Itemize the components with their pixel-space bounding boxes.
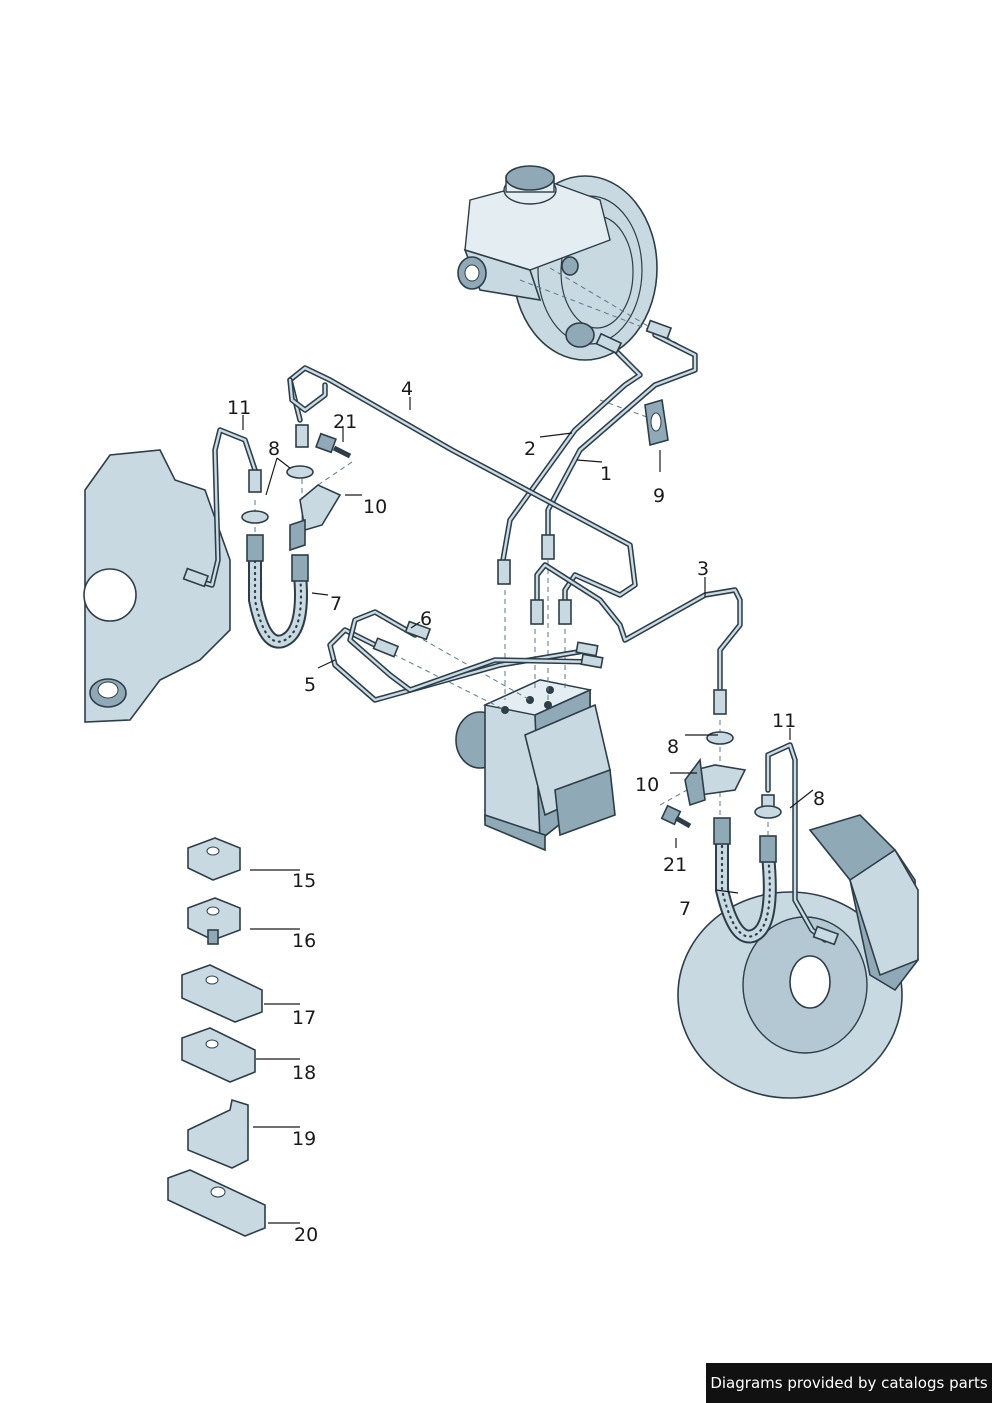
callout-10-right: 10 (635, 774, 659, 796)
callout-6: 6 (420, 608, 432, 630)
callout-1: 1 (600, 463, 612, 485)
credit-text: Diagrams provided by catalogs parts (710, 1374, 988, 1392)
callout-20: 20 (294, 1224, 318, 1246)
callout-11-right: 11 (772, 710, 796, 732)
wheel-hub-left (83, 449, 231, 723)
callout-16: 16 (292, 930, 316, 952)
abs-hydraulic-unit (455, 679, 616, 852)
callout-4: 4 (401, 378, 413, 400)
brackets-and-clips (241, 398, 782, 829)
callout-2: 2 (524, 438, 536, 460)
brake-disc-right (677, 814, 919, 1099)
callout-leaders (242, 397, 814, 1224)
callout-5: 5 (304, 674, 316, 696)
callout-7-left: 7 (330, 593, 342, 615)
callout-numbers: 1 2 3 4 5 6 7 7 8 8 8 9 10 10 11 11 15 1… (227, 378, 825, 1246)
pipe-clip-15 (187, 837, 241, 881)
pipe-unions (182, 319, 840, 946)
pipe-clip-19 (187, 1098, 249, 1169)
pipe-clip-17 (181, 964, 263, 1023)
brake-servo-master-cylinder (457, 165, 658, 361)
brake-pipes (192, 332, 828, 943)
callout-19: 19 (292, 1128, 316, 1150)
callout-9: 9 (653, 485, 665, 507)
callout-11-left: 11 (227, 397, 251, 419)
bolt-right (660, 804, 692, 829)
callout-8-right-lower: 8 (813, 788, 825, 810)
callout-8-left: 8 (268, 438, 280, 460)
callout-7-right: 7 (679, 898, 691, 920)
callout-21-right: 21 (663, 854, 687, 876)
bolt-left (315, 432, 352, 459)
callout-21-left: 21 (333, 411, 357, 433)
callout-15: 15 (292, 870, 316, 892)
pipe-clip-20 (167, 1169, 266, 1237)
brake-hose-right (713, 817, 777, 944)
credit-banner: Diagrams provided by catalogs parts (706, 1363, 992, 1403)
callout-17: 17 (292, 1007, 316, 1029)
brake-hose-left (246, 534, 309, 649)
callout-8-right-upper: 8 (667, 736, 679, 758)
callout-3: 3 (697, 558, 709, 580)
pipe-clip-18 (181, 1027, 256, 1083)
pipe-clip-16 (187, 897, 241, 945)
callout-18: 18 (292, 1062, 316, 1084)
callout-10-left: 10 (363, 496, 387, 518)
